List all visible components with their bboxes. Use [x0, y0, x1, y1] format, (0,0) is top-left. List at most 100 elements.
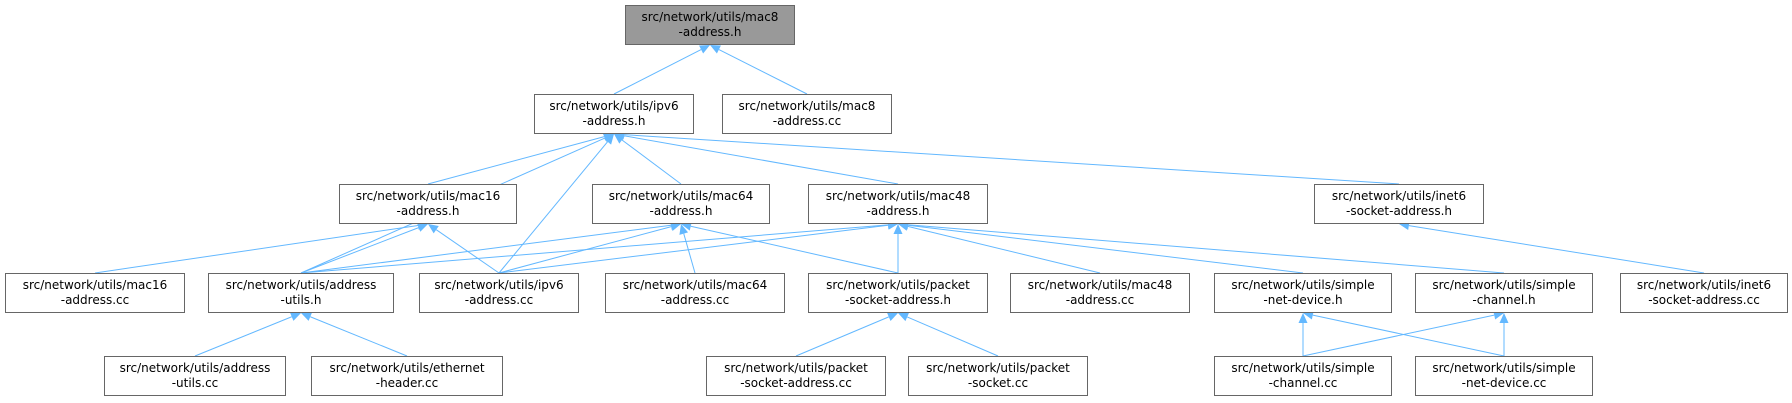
node-mac48-address-h[interactable]: src/network/utils/mac48 -address.h — [808, 184, 988, 224]
arrowhead-addr_utils_h-addr_utils_cc — [290, 312, 301, 321]
node-label-line1: src/network/utils/inet6 — [1636, 278, 1772, 292]
node-label-line1: src/network/utils/ipv6 — [549, 99, 679, 113]
node-label-line2: -channel.h — [1472, 293, 1536, 307]
node-mac8-address-h: src/network/utils/mac8 -address.h — [625, 5, 795, 45]
node-label-line1: src/network/utils/inet6 — [1331, 189, 1467, 203]
edge-mac48_h-ipv6_cc — [498, 224, 889, 274]
edge-addr_utils_h-eth_cc — [310, 316, 408, 357]
node-label-line2: -channel.cc — [1268, 376, 1338, 390]
node-label-line1: src/network/utils/packet — [926, 361, 1070, 375]
edge-mac64_h-mac64_cc — [683, 233, 696, 274]
edge-inet6_h-inet6_cc — [1408, 225, 1705, 274]
edge-mac8_h-ipv6_h — [613, 49, 702, 95]
node-simple-net-device-cc[interactable]: src/network/utils/simple -net-device.cc — [1415, 356, 1593, 396]
node-address-utils-cc[interactable]: src/network/utils/address -utils.cc — [104, 356, 286, 396]
node-label-line1: src/network/utils/mac48 — [1027, 278, 1173, 292]
node-label-line1: src/network/utils/ipv6 — [434, 278, 564, 292]
node-mac16-address-h[interactable]: src/network/utils/mac16 -address.h — [339, 184, 517, 224]
edge-mac64_h-addr_utils_h — [300, 224, 672, 274]
edge-mac48_h-addr_utils_h — [300, 224, 889, 274]
arrowhead-ipv6_h-ipv6_cc — [604, 134, 614, 145]
arrowhead-sch_h-snd_cc — [1499, 313, 1509, 323]
node-packet-socket-address-h[interactable]: src/network/utils/packet -socket-address… — [808, 273, 988, 313]
node-label-line1: src/network/utils/simple — [1432, 361, 1576, 375]
node-label-line1: src/network/utils/simple — [1231, 278, 1375, 292]
node-label-line2: -address.h — [678, 25, 742, 39]
arrowhead-addr_utils_h-eth_cc — [301, 312, 312, 321]
edge-snd_h-snd_cc — [1312, 314, 1505, 357]
node-label-line1: src/network/utils/mac48 — [825, 189, 971, 203]
arrowhead-mac16_h-addr_utils_h — [417, 223, 428, 232]
edge-mac64_h-pkt_sock_h — [690, 225, 899, 274]
node-label-line2: -address.h — [649, 204, 713, 218]
edge-ipv6_h-inet6_h — [623, 134, 1400, 185]
node-label-line1: src/network/utils/simple — [1231, 361, 1375, 375]
node-ipv6-address-h[interactable]: src/network/utils/ipv6 -address.h — [534, 94, 694, 134]
node-label-line1: src/network/utils/address — [225, 278, 377, 292]
arrowhead-mac64_h-ipv6_cc — [670, 222, 681, 231]
edge-mac16_h-mac16_cc — [94, 224, 419, 274]
node-label-line2: -address.cc — [464, 293, 534, 307]
arrowhead-pkt_sock_h-pkt_sock_cc — [887, 312, 898, 322]
edge-pkt_sock_h-pkt_sock_cc — [795, 316, 889, 357]
node-packet-socket-cc[interactable]: src/network/utils/packet -socket.cc — [908, 356, 1088, 396]
edge-addr_utils_h-addr_utils_cc — [194, 316, 292, 357]
node-inet6-socket-address-h[interactable]: src/network/utils/inet6 -socket-address.… — [1314, 184, 1484, 224]
edge-mac48_h-snd_h — [907, 224, 1304, 274]
arrowhead-mac8_h-ipv6_h — [699, 45, 710, 54]
node-label-line2: -address.cc — [1065, 293, 1135, 307]
node-mac48-address-cc[interactable]: src/network/utils/mac48 -address.cc — [1010, 273, 1190, 313]
node-label-line2: -address.h — [866, 204, 930, 218]
node-address-utils-h[interactable]: src/network/utils/address -utils.h — [208, 273, 394, 313]
node-ethernet-header-cc[interactable]: src/network/utils/ethernet -header.cc — [311, 356, 503, 396]
node-label-line2: -utils.cc — [171, 376, 219, 390]
node-label-line2: -address.cc — [660, 293, 730, 307]
node-mac64-address-cc[interactable]: src/network/utils/mac64 -address.cc — [605, 273, 785, 313]
node-simple-channel-h[interactable]: src/network/utils/simple -channel.h — [1415, 273, 1593, 313]
node-label-line2: -net-device.h — [1263, 293, 1343, 307]
node-label-line2: -address.cc — [772, 114, 842, 128]
edge-ipv6_h-mac48_h — [623, 135, 899, 185]
node-mac16-address-cc[interactable]: src/network/utils/mac16 -address.cc — [5, 273, 185, 313]
edge-ipv6_h-mac64_h — [621, 139, 682, 185]
edge-mac8_h-mac8_cc — [718, 49, 808, 95]
node-label-line1: src/network/utils/mac8 — [641, 10, 779, 24]
node-inet6-socket-address-cc[interactable]: src/network/utils/inet6 -socket-address.… — [1620, 273, 1788, 313]
node-label-line1: src/network/utils/mac16 — [355, 189, 501, 203]
node-ipv6-address-cc[interactable]: src/network/utils/ipv6 -address.cc — [419, 273, 579, 313]
node-label-line1: src/network/utils/simple — [1432, 278, 1576, 292]
node-label-line2: -header.cc — [375, 376, 439, 390]
node-packet-socket-address-cc[interactable]: src/network/utils/packet -socket-address… — [706, 356, 886, 396]
arrowhead-mac16_h-ipv6_cc — [428, 224, 439, 234]
node-mac64-address-h[interactable]: src/network/utils/mac64 -address.h — [592, 184, 770, 224]
node-label-line2: -address.cc — [60, 293, 130, 307]
edge-pkt_sock_h-pkt_socket_cc — [906, 316, 999, 357]
arrowhead-mac8_h-mac8_cc — [710, 45, 721, 54]
node-label-line1: src/network/utils/address — [119, 361, 271, 375]
node-simple-channel-cc[interactable]: src/network/utils/simple -channel.cc — [1214, 356, 1392, 396]
node-label-line2: -socket.cc — [967, 376, 1029, 390]
node-mac8-address-cc[interactable]: src/network/utils/mac8 -address.cc — [722, 94, 892, 134]
node-label-line1: src/network/utils/packet — [826, 278, 970, 292]
node-label-line1: src/network/utils/mac64 — [608, 189, 754, 203]
node-label-line1: src/network/utils/packet — [724, 361, 868, 375]
edge-mac48_h-sch_h — [907, 224, 1505, 274]
node-label-line2: -net-device.cc — [1461, 376, 1547, 390]
edge-ipv6_h-ipv6_cc — [498, 141, 609, 274]
edge-mac48_h-mac48_cc — [907, 225, 1101, 274]
edge-sch_h-sch_cc — [1302, 314, 1495, 357]
node-simple-net-device-h[interactable]: src/network/utils/simple -net-device.h — [1214, 273, 1392, 313]
edge-mac16_h-addr_utils_h — [300, 227, 419, 274]
arrowhead-pkt_sock_h-pkt_socket_cc — [898, 312, 909, 322]
node-label-line1: src/network/utils/mac64 — [622, 278, 768, 292]
arrowhead-mac64_h-mac64_cc — [679, 224, 689, 235]
node-label-line2: -address.h — [396, 204, 460, 218]
node-label-line2: -socket-address.h — [844, 293, 952, 307]
node-label-line2: -socket-address.cc — [740, 376, 852, 390]
arrowhead-mac64_h-pkt_sock_h — [681, 221, 692, 231]
node-label-line1: src/network/utils/mac16 — [22, 278, 168, 292]
edge-ipv6_h-mac16_h — [427, 136, 605, 185]
node-label-line2: -socket-address.h — [1345, 204, 1453, 218]
